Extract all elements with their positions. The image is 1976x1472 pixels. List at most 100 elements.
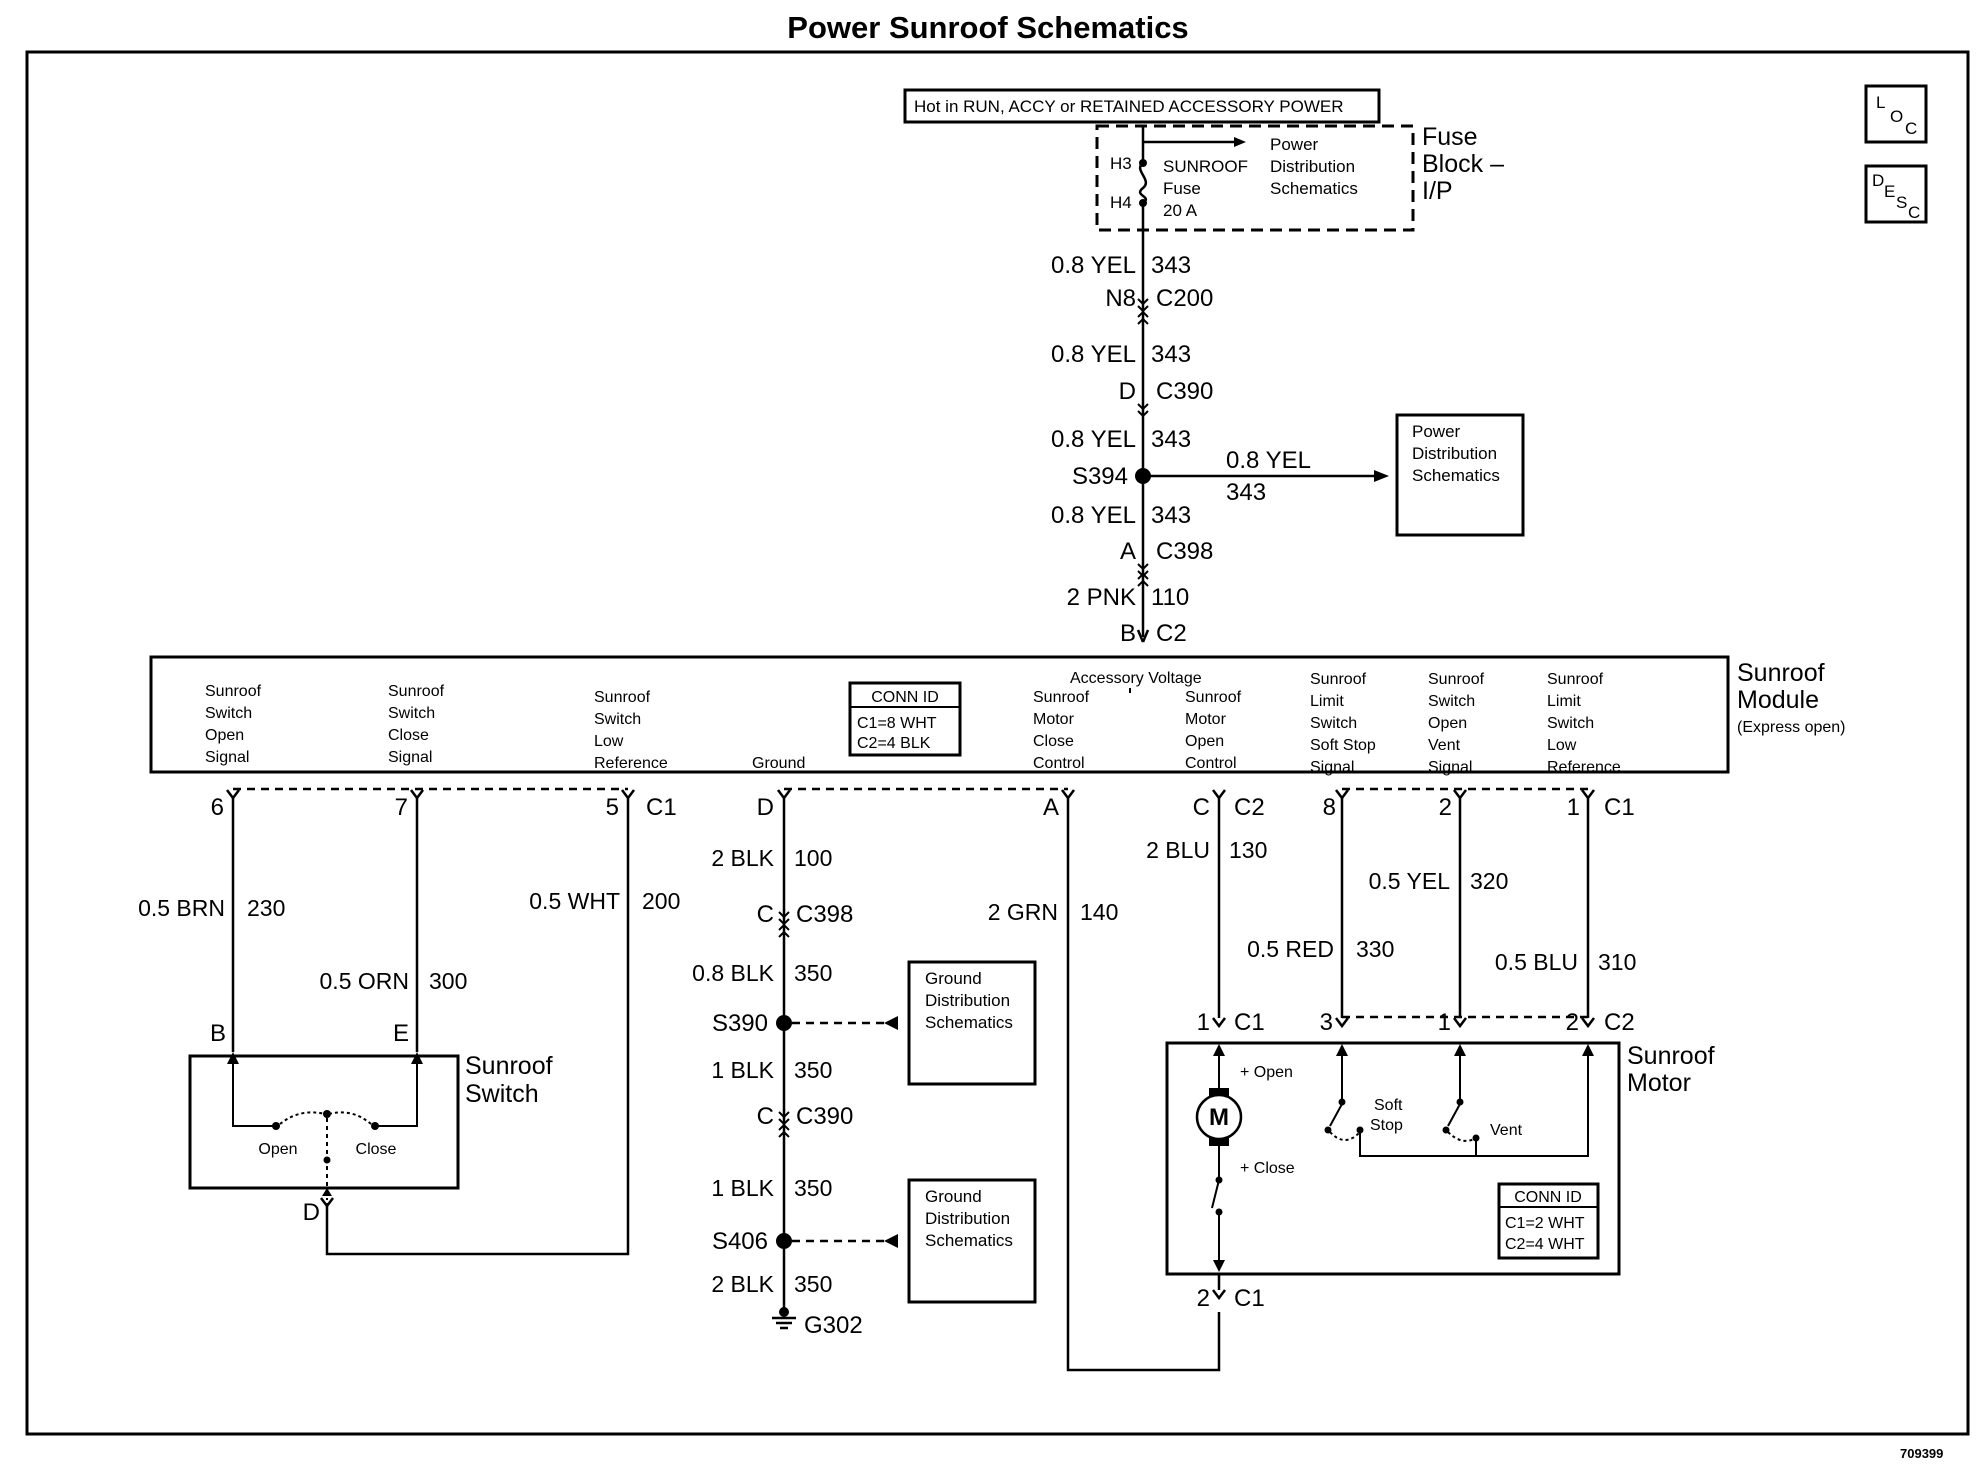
svg-text:Close: Close <box>1033 733 1074 750</box>
page-border <box>25 50 1970 1436</box>
wire-blu130-label: 2 BLU <box>1146 837 1210 863</box>
gnd-circuit-1: 350 <box>794 960 832 986</box>
pin-6: 6 <box>211 794 224 821</box>
wire-grn-140 <box>1066 798 1221 1372</box>
svg-text:Sunroof: Sunroof <box>205 683 262 700</box>
motor-plus-open: + Open <box>1240 1064 1293 1081</box>
wire-blu310-label: 0.5 BLU <box>1495 949 1578 975</box>
motor-m-label: M <box>1209 1104 1229 1131</box>
svg-text:Low: Low <box>594 733 624 750</box>
wire-blu310-circuit: 310 <box>1598 949 1636 975</box>
desc-letter-e: E <box>1884 182 1895 201</box>
ground-ref-2-line-3: Schematics <box>925 1231 1013 1250</box>
gnd-wire-2: 1 BLK <box>711 1057 774 1083</box>
fuse-pin-h3: H3 <box>1110 154 1132 173</box>
motor-bottom-pin-2: 2 <box>1197 1285 1210 1312</box>
pin-7: 7 <box>395 794 408 821</box>
svg-text:Signal: Signal <box>1310 759 1354 776</box>
fuse-pin-h4: H4 <box>1110 193 1132 212</box>
svg-text:Close: Close <box>388 727 429 744</box>
svg-text:Reference: Reference <box>1547 759 1621 776</box>
fuse-ref-3: Schematics <box>1270 179 1358 198</box>
fuse-block-outline <box>1095 124 1415 232</box>
gnd-circuit-2: 350 <box>794 1057 832 1083</box>
page-title: Power Sunroof Schematics <box>787 10 1189 45</box>
feed-conn-c398: C398 <box>1156 538 1213 565</box>
wire-red-circuit: 330 <box>1356 936 1394 962</box>
wire-red-label: 0.5 RED <box>1247 936 1334 962</box>
arrow-left-icon <box>884 1234 898 1248</box>
soft-stop-label-1: Soft <box>1374 1097 1403 1114</box>
wire-blu130-circuit: 130 <box>1229 837 1267 863</box>
feed-wire-2: 0.8 YEL <box>1051 341 1136 368</box>
gnd-circuit-3: 350 <box>794 1175 832 1201</box>
wire-wht-label: 0.5 WHT <box>529 888 620 914</box>
desc-icon[interactable]: D E S C <box>1864 164 1928 224</box>
loc-letter-c: C <box>1905 119 1917 138</box>
figure-code: 709399 <box>1900 1446 1944 1461</box>
svg-text:Limit: Limit <box>1310 693 1344 710</box>
ground-ref-box-2[interactable] <box>907 1178 1037 1304</box>
svg-text:Open: Open <box>1428 715 1467 732</box>
switch-title-2: Switch <box>465 1080 539 1108</box>
svg-text:Sunroof: Sunroof <box>1310 671 1367 688</box>
wire-orn-circuit: 300 <box>429 968 467 994</box>
power-dist-ref-box[interactable] <box>1395 413 1525 537</box>
close-limit-switch-icon <box>1211 1179 1220 1209</box>
fuse-block-title-3: I/P <box>1422 177 1453 205</box>
feed-wire-3: 0.8 YEL <box>1051 426 1136 453</box>
sunroof-switch-box <box>188 1054 460 1190</box>
svg-text:Signal: Signal <box>388 749 432 766</box>
motor-pin-c2: C2 <box>1604 1009 1635 1036</box>
svg-text:Limit: Limit <box>1547 693 1581 710</box>
switch-title-1: Sunroof <box>465 1052 553 1080</box>
svg-text:Low: Low <box>1547 737 1577 754</box>
svg-text:Signal: Signal <box>1428 759 1472 776</box>
power-source-box <box>903 88 1381 124</box>
svg-text:Control: Control <box>1033 755 1085 772</box>
sunroof-module-box <box>149 655 1730 774</box>
splice-s390 <box>776 1015 792 1031</box>
feed-circuit-3: 343 <box>1151 426 1191 453</box>
wire-blk100-circuit: 100 <box>794 845 832 871</box>
module-title-1: Sunroof <box>1737 659 1825 687</box>
feed-conn-c200: C200 <box>1156 285 1213 312</box>
ground-ref-2-line-1: Ground <box>925 1187 982 1206</box>
branch-circuit-label: 343 <box>1226 479 1266 506</box>
feed-conn-c2: C2 <box>1156 620 1187 647</box>
gnd-splice-s390: S390 <box>712 1010 768 1037</box>
motor-plus-close: + Close <box>1240 1160 1295 1177</box>
power-dist-ref-2: Distribution <box>1412 444 1497 463</box>
wire-grn-label: 2 GRN <box>988 899 1058 925</box>
loc-icon[interactable]: L O C <box>1864 84 1928 144</box>
fuse-name: SUNROOF <box>1163 157 1248 176</box>
svg-text:Reference: Reference <box>594 755 668 772</box>
ground-ref-box-1[interactable] <box>907 960 1037 1086</box>
module-terminal-limit-low-ref: Sunroof Limit Switch Low Reference <box>1547 671 1621 776</box>
svg-text:Signal: Signal <box>205 749 249 766</box>
feed-pin-n8: N8 <box>1105 285 1136 312</box>
feed-pin-b: B <box>1120 620 1136 647</box>
gnd-wire-3: 1 BLK <box>711 1175 774 1201</box>
svg-text:Sunroof: Sunroof <box>1033 689 1090 706</box>
arrow-right-icon <box>1374 470 1389 482</box>
ground-ref-1-line-3: Schematics <box>925 1013 1013 1032</box>
module-conn-id-c2: C2=4 BLK <box>857 735 931 752</box>
ground-ref-1-line-1: Ground <box>925 969 982 988</box>
svg-text:Motor: Motor <box>1033 711 1075 728</box>
wire-grn-circuit: 140 <box>1080 899 1118 925</box>
motor-pin-1b: 1 <box>1438 1009 1451 1036</box>
module-conn-id-box <box>848 681 962 757</box>
gnd-wire-4: 2 BLK <box>711 1271 774 1297</box>
desc-letter-c: C <box>1908 203 1920 222</box>
pin-c: C <box>1193 794 1210 821</box>
feed-wire-1: 0.8 YEL <box>1051 252 1136 279</box>
svg-text:Switch: Switch <box>388 705 435 722</box>
motor-title-1: Sunroof <box>1627 1042 1715 1070</box>
loc-letter-l: L <box>1876 93 1885 112</box>
svg-text:Soft Stop: Soft Stop <box>1310 737 1376 754</box>
module-terminal-switch-open: Sunroof Switch Open Signal <box>205 683 262 766</box>
arrow-right-icon <box>1234 137 1246 147</box>
svg-text:Vent: Vent <box>1428 737 1461 754</box>
gnd-conn-c390: C390 <box>796 1103 853 1130</box>
